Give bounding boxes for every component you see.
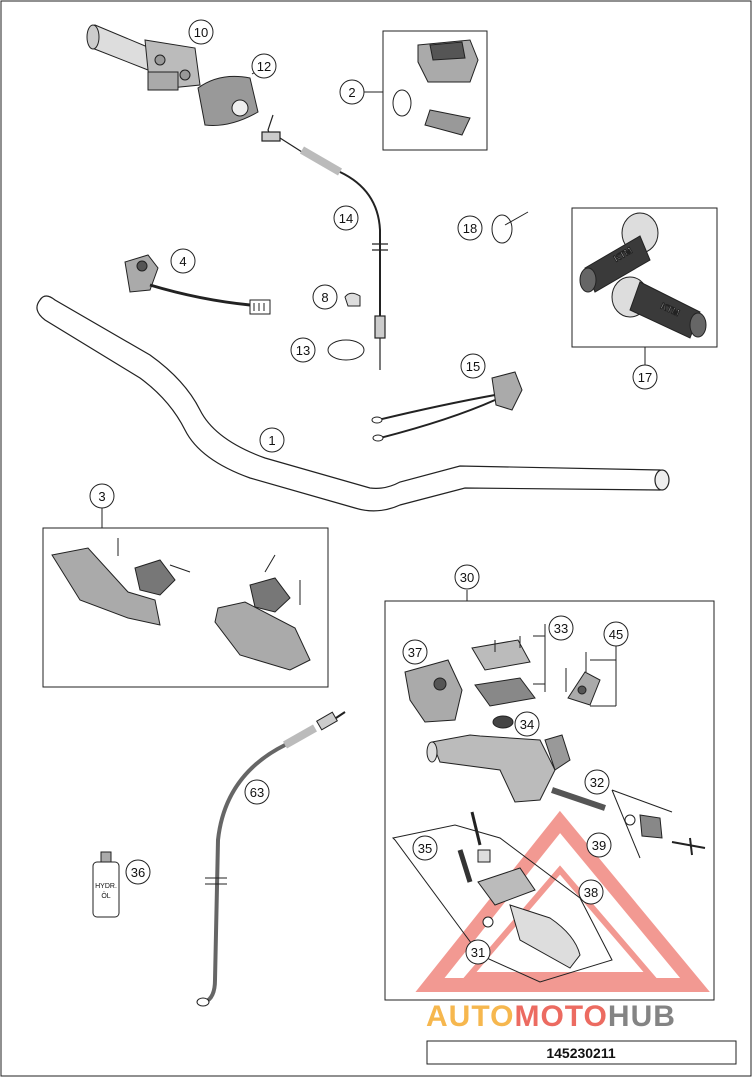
svg-text:15: 15 xyxy=(466,359,480,374)
watermark-part-hub: HUB xyxy=(608,1000,676,1033)
callout-35: 35 xyxy=(412,835,438,861)
svg-text:35: 35 xyxy=(418,841,432,856)
callout-13: 13 xyxy=(290,337,316,363)
svg-text:31: 31 xyxy=(471,945,485,960)
clip-part xyxy=(344,292,361,307)
svg-text:AUTOMOTOHUB: AUTOMOTOHUB xyxy=(426,1000,676,1033)
callout-14: 14 xyxy=(333,205,359,231)
throttle-cover-part xyxy=(197,75,259,126)
svg-text:63: 63 xyxy=(250,785,264,800)
svg-text:45: 45 xyxy=(609,627,623,642)
callout-2: 2 xyxy=(339,79,383,105)
svg-text:38: 38 xyxy=(584,885,598,900)
svg-text:18: 18 xyxy=(463,221,477,236)
svg-text:32: 32 xyxy=(590,775,604,790)
callout-34: 34 xyxy=(514,711,540,737)
o-ring-part xyxy=(327,339,365,361)
callout-32: 32 xyxy=(584,769,610,795)
svg-text:39: 39 xyxy=(592,838,606,853)
brake-hose-part xyxy=(196,711,346,1007)
part-number: 145230211 xyxy=(546,1045,616,1061)
brake-lever-part xyxy=(457,811,581,969)
handguard-part xyxy=(51,538,311,671)
callout-18: 18 xyxy=(457,215,483,241)
svg-text:14: 14 xyxy=(339,211,353,226)
part-number-box xyxy=(426,1040,737,1065)
callout-17: 17 xyxy=(632,347,658,390)
start-switch-part xyxy=(371,371,523,442)
callout-4: 4 xyxy=(170,248,196,274)
callout-33: 33 xyxy=(548,615,574,641)
watermark-part-moto: MOTO xyxy=(514,1000,607,1033)
svg-text:2: 2 xyxy=(348,85,355,100)
watermark-part-auto: AUTO xyxy=(426,1000,514,1033)
cable-tie-part xyxy=(491,211,529,244)
svg-text:1: 1 xyxy=(268,433,275,448)
grips-part: KTM KTM xyxy=(579,212,707,339)
callout-12: 12 xyxy=(251,53,277,79)
throttle-grip-part xyxy=(86,24,201,91)
callout-30: 30 xyxy=(454,564,480,601)
svg-text:3: 3 xyxy=(98,489,105,504)
svg-text:8: 8 xyxy=(321,290,328,305)
switch-part xyxy=(392,39,479,136)
svg-text:4: 4 xyxy=(179,254,186,269)
svg-text:10: 10 xyxy=(194,25,208,40)
svg-text:33: 33 xyxy=(554,621,568,636)
svg-text:13: 13 xyxy=(296,343,310,358)
svg-text:36: 36 xyxy=(131,865,145,880)
watermark-logo: AUTOMOTOHUB xyxy=(426,1000,676,1033)
callout-3: 3 xyxy=(89,483,115,528)
svg-text:17: 17 xyxy=(638,370,652,385)
callout-1: 1 xyxy=(259,427,285,453)
callout-15: 15 xyxy=(460,353,486,379)
callout-36: 36 xyxy=(125,859,151,885)
svg-text:34: 34 xyxy=(520,717,534,732)
callout-45: 45 xyxy=(603,621,629,647)
callout-31: 31 xyxy=(465,939,491,965)
master-cylinder-detail-box xyxy=(384,600,715,1001)
master-cylinder-part xyxy=(404,636,706,856)
lever-leader-lines xyxy=(391,624,673,983)
callout-39: 39 xyxy=(586,832,612,858)
bottle-label-line1: HYDR. xyxy=(95,883,117,890)
svg-text:30: 30 xyxy=(460,570,474,585)
hydraulic-oil-bottle-part: HYDR. ÖL xyxy=(92,851,120,918)
svg-text:37: 37 xyxy=(408,645,422,660)
kill-switch-part xyxy=(124,254,271,315)
throttle-cable-part xyxy=(261,114,388,370)
svg-text:12: 12 xyxy=(257,59,271,74)
callout-37: 37 xyxy=(402,639,428,665)
callout-63: 63 xyxy=(244,779,270,805)
callout-38: 38 xyxy=(578,879,604,905)
callout-8: 8 xyxy=(312,284,338,310)
handlebar-part xyxy=(36,295,670,512)
callout-10: 10 xyxy=(188,19,214,45)
bottle-label-line2: ÖL xyxy=(101,892,110,900)
